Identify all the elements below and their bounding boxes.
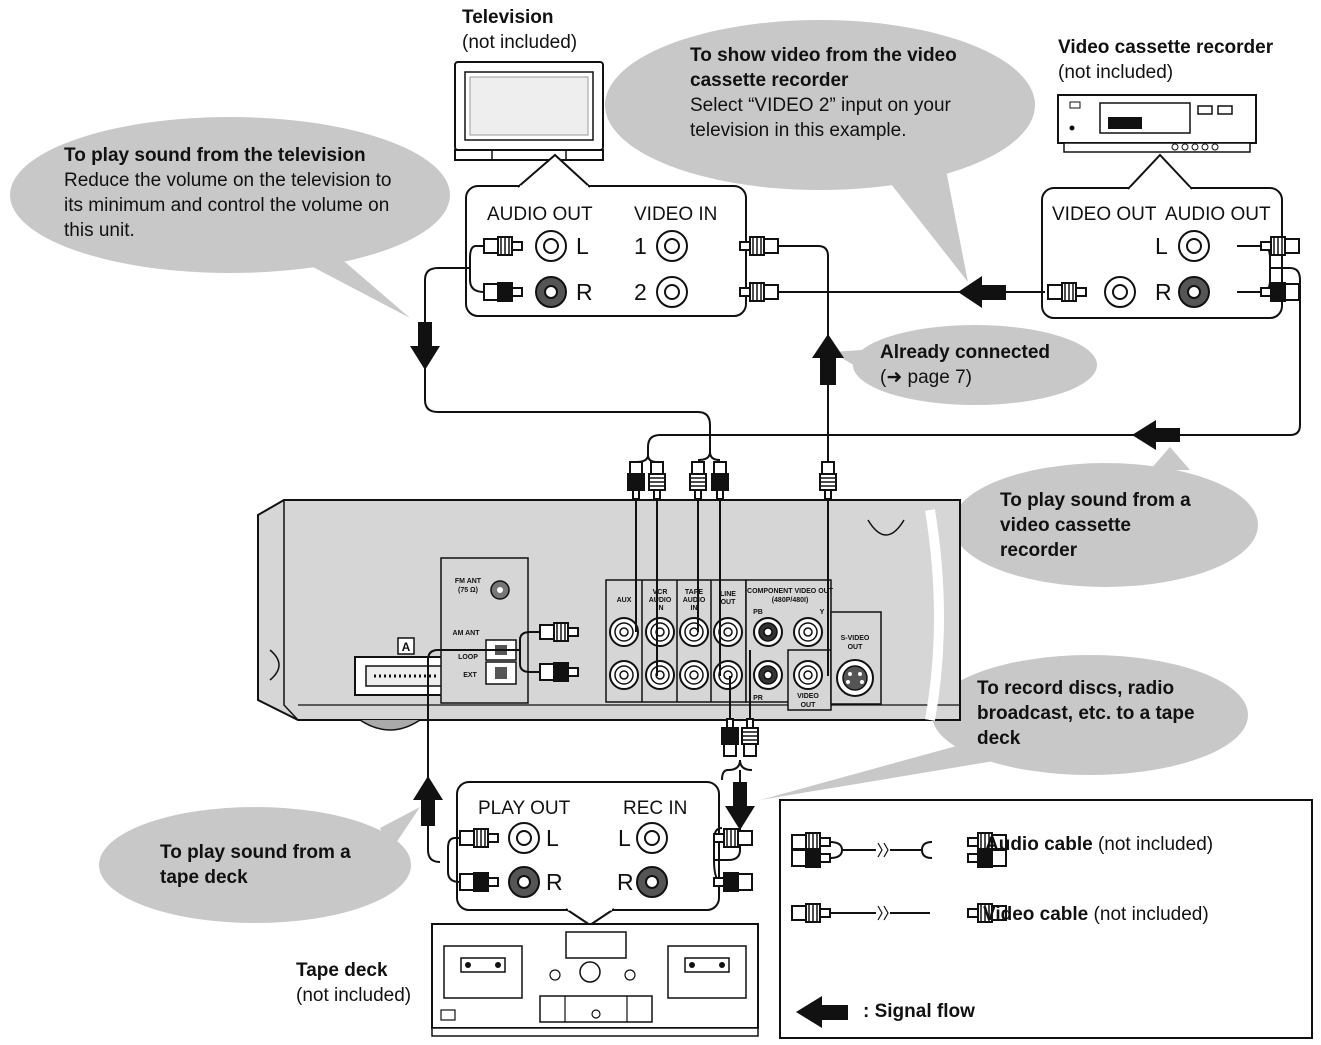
s-video-label-1: S-VIDEO xyxy=(841,635,870,642)
bubble-vcr-sound-line-3: recorder xyxy=(1000,540,1078,561)
vcr-panel xyxy=(1041,153,1283,319)
aux-label: AUX xyxy=(617,597,632,604)
vcr-device-label: Video cassette recorder (not included) xyxy=(1058,35,1273,85)
vcr-l-label: L xyxy=(1155,233,1168,259)
tape-play-r-label: R xyxy=(546,869,563,895)
tv-input-1-label: 1 xyxy=(634,233,647,259)
pr-label: PR xyxy=(753,695,763,702)
vcr-r-label: R xyxy=(1155,279,1172,305)
tape-rec-l-label: L xyxy=(618,825,631,851)
tape-rec-in-label: REC IN xyxy=(623,798,688,819)
pb-label: PB xyxy=(753,609,763,616)
vcr-audio-out-label: AUDIO OUT xyxy=(1165,204,1271,225)
line-out-label-2: OUT xyxy=(721,599,737,606)
bubble-tv-sound-line-1: Reduce the volume on the television to xyxy=(64,170,392,191)
vcr-note: (not included) xyxy=(1058,62,1174,83)
tape-rec-r-label: R xyxy=(617,869,634,895)
bubble-vcr-sound-line-1: To play sound from a xyxy=(1000,490,1191,511)
bubble-tv-sound-title: To play sound from the television xyxy=(64,145,366,166)
connector-a-label: A xyxy=(402,640,411,654)
tape-note: (not included) xyxy=(296,985,412,1006)
bubble-record-text: To record discs, radio broadcast, etc. t… xyxy=(977,676,1195,751)
vcr-audio-label-1: VCR xyxy=(653,589,668,596)
bubble-vcr-video-line-2: television in this example. xyxy=(690,120,907,141)
signal-arrows xyxy=(410,276,1180,830)
vcr-audio-label-3: IN xyxy=(657,605,664,612)
bubble-tape-sound-line-1: To play sound from a xyxy=(160,842,351,863)
tv-l-label: L xyxy=(576,233,589,259)
bubble-tape-sound-line-2: tape deck xyxy=(160,867,248,888)
legend-video-note: (not included) xyxy=(1088,904,1209,925)
legend-video-cable-icon xyxy=(791,903,1007,923)
bubble-record-line-3: deck xyxy=(977,728,1021,749)
bubble-tape-sound xyxy=(99,807,420,923)
loop-label: LOOP xyxy=(458,654,478,661)
legend-video-cable: Video cable (not included) xyxy=(983,902,1209,927)
tape-deck-icon xyxy=(431,923,759,1037)
video-out-label-1: VIDEO xyxy=(797,693,819,700)
tape-audio-label-3: IN xyxy=(691,605,698,612)
bubble-tape-sound-text: To play sound from a tape deck xyxy=(160,840,351,890)
legend-audio-note: (not included) xyxy=(1092,834,1214,855)
tape-audio-label-1: TAPE xyxy=(685,589,703,596)
legend-signal-arrow-icon xyxy=(796,996,848,1028)
tape-name: Tape deck xyxy=(296,960,388,981)
tv-video-in-label: VIDEO IN xyxy=(634,204,718,225)
legend-audio-cable-icon xyxy=(791,832,1007,868)
component-label-1: COMPONENT VIDEO OUT xyxy=(747,588,834,595)
main-unit xyxy=(257,499,961,731)
y-label: Y xyxy=(820,609,825,616)
tape-play-l-label: L xyxy=(546,825,559,851)
bubble-vcr-sound-line-2: video cassette xyxy=(1000,515,1131,536)
legend-audio-label: Audio cable xyxy=(985,834,1093,855)
line-out-label-1: LINE xyxy=(720,591,736,598)
am-ant-label: AM ANT xyxy=(453,630,481,637)
bubble-record xyxy=(760,655,1248,800)
bubble-connected-page: (➜ page 7) xyxy=(880,367,972,388)
bubble-tv-sound-text: To play sound from the television Reduce… xyxy=(64,143,391,243)
tape-play-out-label: PLAY OUT xyxy=(478,798,571,819)
legend-signal-flow: : Signal flow xyxy=(863,999,975,1024)
tv-r-label: R xyxy=(576,279,593,305)
bubble-vcr-video-line-1: Select “VIDEO 2” input on your xyxy=(690,95,951,116)
bubble-connected-text: Already connected (➜ page 7) xyxy=(880,340,1050,390)
bubble-record-line-2: broadcast, etc. to a tape xyxy=(977,703,1195,724)
ext-label: EXT xyxy=(463,672,477,679)
legend-video-label: Video cable xyxy=(983,904,1089,925)
bubble-vcr-video-title-1: To show video from the video xyxy=(690,45,957,66)
tv-input-2-label: 2 xyxy=(634,279,647,305)
component-label-2: (480P/480I) xyxy=(772,597,809,604)
bubble-tv-sound-line-2: its minimum and control the volume on xyxy=(64,195,390,216)
legend-audio-cable: Audio cable (not included) xyxy=(985,832,1213,857)
bubble-connected-title: Already connected xyxy=(880,342,1050,363)
tape-audio-label-2: AUDIO xyxy=(683,597,706,604)
bubble-vcr-video xyxy=(605,20,1035,282)
bubble-vcr-video-title-2: cassette recorder xyxy=(690,70,849,91)
bubble-vcr-video-text: To show video from the video cassette re… xyxy=(690,43,957,143)
television-icon xyxy=(454,61,604,161)
vcr-name: Video cassette recorder xyxy=(1058,37,1274,58)
vcr-video-out-label: VIDEO OUT xyxy=(1052,204,1157,225)
bubble-vcr-sound-text: To play sound from a video cassette reco… xyxy=(1000,488,1191,563)
bubble-record-line-1: To record discs, radio xyxy=(977,678,1175,699)
legend-signal-label: : Signal flow xyxy=(863,1001,975,1022)
tv-device-label: Television (not included) xyxy=(462,5,577,55)
unit-labels: FM ANT (75 Ω) AM ANT LOOP EXT A AUX VCR … xyxy=(402,578,870,709)
tape-device-label: Tape deck (not included) xyxy=(296,958,411,1008)
tv-audio-out-label: AUDIO OUT xyxy=(487,204,593,225)
s-video-label-2: OUT xyxy=(848,644,864,651)
tv-name: Television xyxy=(462,7,554,28)
vcr-icon xyxy=(1057,94,1257,153)
vcr-audio-label-2: AUDIO xyxy=(649,597,672,604)
tv-note: (not included) xyxy=(462,32,578,53)
fm-ohm-label: (75 Ω) xyxy=(458,587,478,594)
fm-ant-label: FM ANT xyxy=(455,578,482,585)
video-out-label-2: OUT xyxy=(801,702,817,709)
bubble-vcr-sound xyxy=(952,447,1258,587)
bubble-tv-sound xyxy=(10,117,450,318)
legend xyxy=(779,799,1313,1039)
bubble-tv-sound-line-3: this unit. xyxy=(64,220,135,241)
